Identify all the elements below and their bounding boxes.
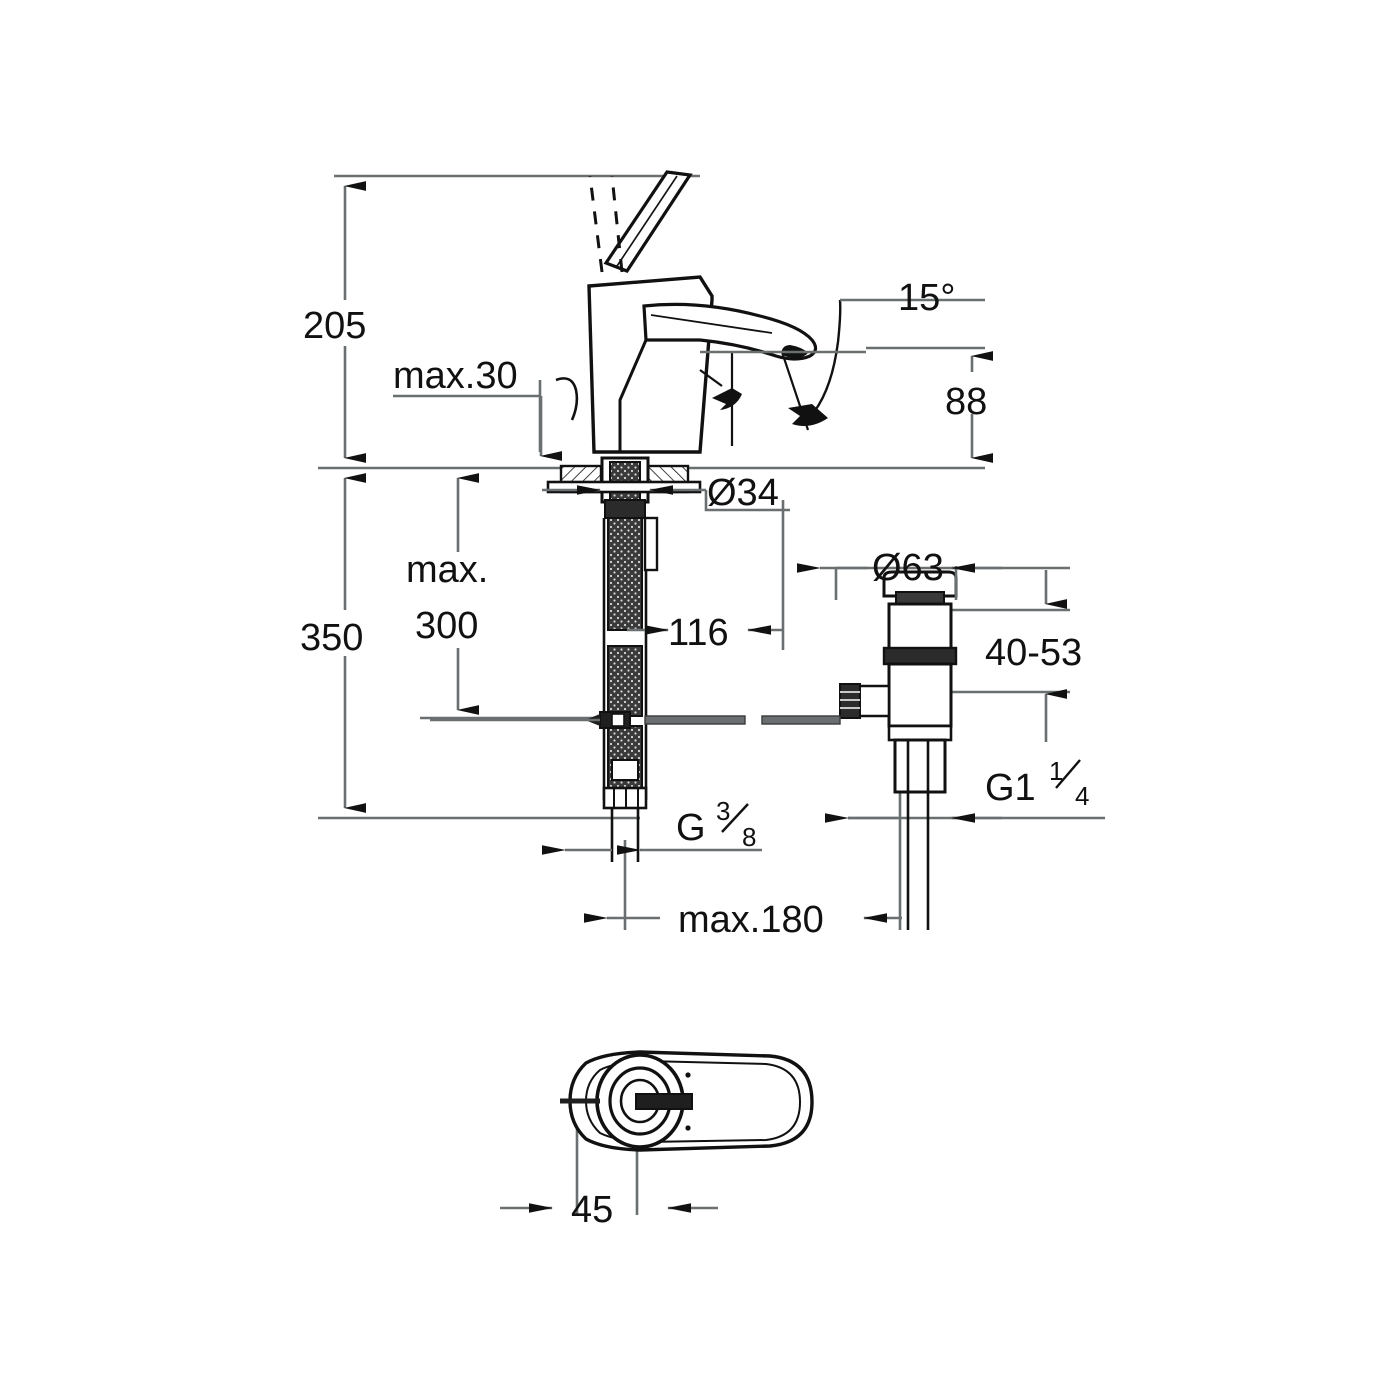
swivel-angle-indicator: 15° xyxy=(699,277,985,446)
dim-drain-thread-denominator: 4 xyxy=(1075,781,1089,811)
lever-stem-key xyxy=(635,1093,693,1110)
rod-right-segment xyxy=(761,715,841,725)
dim-350-label: 350 xyxy=(300,617,363,659)
hose-riser-tube xyxy=(643,516,659,572)
lever-handle-raised xyxy=(603,170,693,273)
dim-40-53-label: 40-53 xyxy=(985,632,1082,674)
dim-max-30: max.30 xyxy=(393,355,579,461)
swivel-arc xyxy=(813,299,842,413)
drain-assembly xyxy=(839,570,958,930)
dim-max-180: max.180 xyxy=(584,899,902,941)
lever-top-view xyxy=(560,1050,814,1152)
dim-max-180-label: max.180 xyxy=(678,899,824,941)
dim-hole-34-label: Ø34 xyxy=(707,472,779,514)
hose-middle xyxy=(607,645,643,717)
dim-hole-34: Ø34 xyxy=(542,472,790,514)
max30-curve-leader xyxy=(555,377,579,421)
lever-mark-upper xyxy=(685,1072,691,1078)
rod-pivot-pin xyxy=(611,713,625,727)
hose-upper xyxy=(607,517,643,631)
mixer-spout xyxy=(642,302,818,361)
drain-base-ring xyxy=(887,724,953,742)
dim-drain-63-label: Ø63 xyxy=(872,547,944,589)
dim-max-300-label-top: max. xyxy=(406,549,488,591)
drain-lower-barrel xyxy=(887,662,953,728)
drain-collar-nut xyxy=(882,646,958,666)
dim-350: 350 xyxy=(300,473,366,813)
dim-supply-thread-numerator: 3 xyxy=(716,796,730,826)
dim-45-label: 45 xyxy=(571,1189,613,1231)
mounting-washer xyxy=(546,480,702,494)
dim-drain-thread-numerator: 1 xyxy=(1049,756,1063,786)
mounting-nut xyxy=(604,499,646,519)
dim-supply-thread-denominator: 8 xyxy=(742,822,756,852)
dim-205-label: 205 xyxy=(303,305,366,347)
drain-grid xyxy=(895,591,945,605)
basin-mounting xyxy=(546,456,702,519)
mixer-side-elevation xyxy=(587,170,818,454)
dim-45: 45 xyxy=(500,1189,718,1231)
dim-205: 205 xyxy=(303,181,366,463)
dim-drain-63: Ø63 xyxy=(797,547,1002,600)
drain-upper-barrel xyxy=(887,602,953,652)
dim-max-300: max. 300 xyxy=(406,473,488,715)
dim-max-30-label: max.30 xyxy=(393,355,518,397)
dim-88-label: 88 xyxy=(945,381,987,423)
dim-15-degrees-label: 15° xyxy=(898,277,955,319)
dim-116-label: 116 xyxy=(668,612,729,654)
hose-coupler xyxy=(611,759,639,781)
dim-88: 88 xyxy=(700,346,993,463)
dim-40-53: 40-53 xyxy=(985,570,1082,742)
popup-rod xyxy=(430,711,841,729)
dim-drain-thread: G1 1 4 xyxy=(825,756,1089,823)
rod-left-segment xyxy=(644,715,746,725)
dim-116: 116 xyxy=(627,612,783,654)
drain-tailpiece xyxy=(893,738,947,794)
dim-drain-thread-label: G1 xyxy=(985,767,1036,809)
supply-hoses xyxy=(602,516,659,862)
mixer-body xyxy=(587,275,714,454)
dim-supply-thread-label: G xyxy=(676,807,706,849)
lever-mark-lower xyxy=(685,1125,691,1131)
dim-max-300-label-value: 300 xyxy=(415,605,478,647)
dim-supply-thread: G 3 8 xyxy=(542,796,762,855)
lever-handle-phantom xyxy=(588,175,624,273)
